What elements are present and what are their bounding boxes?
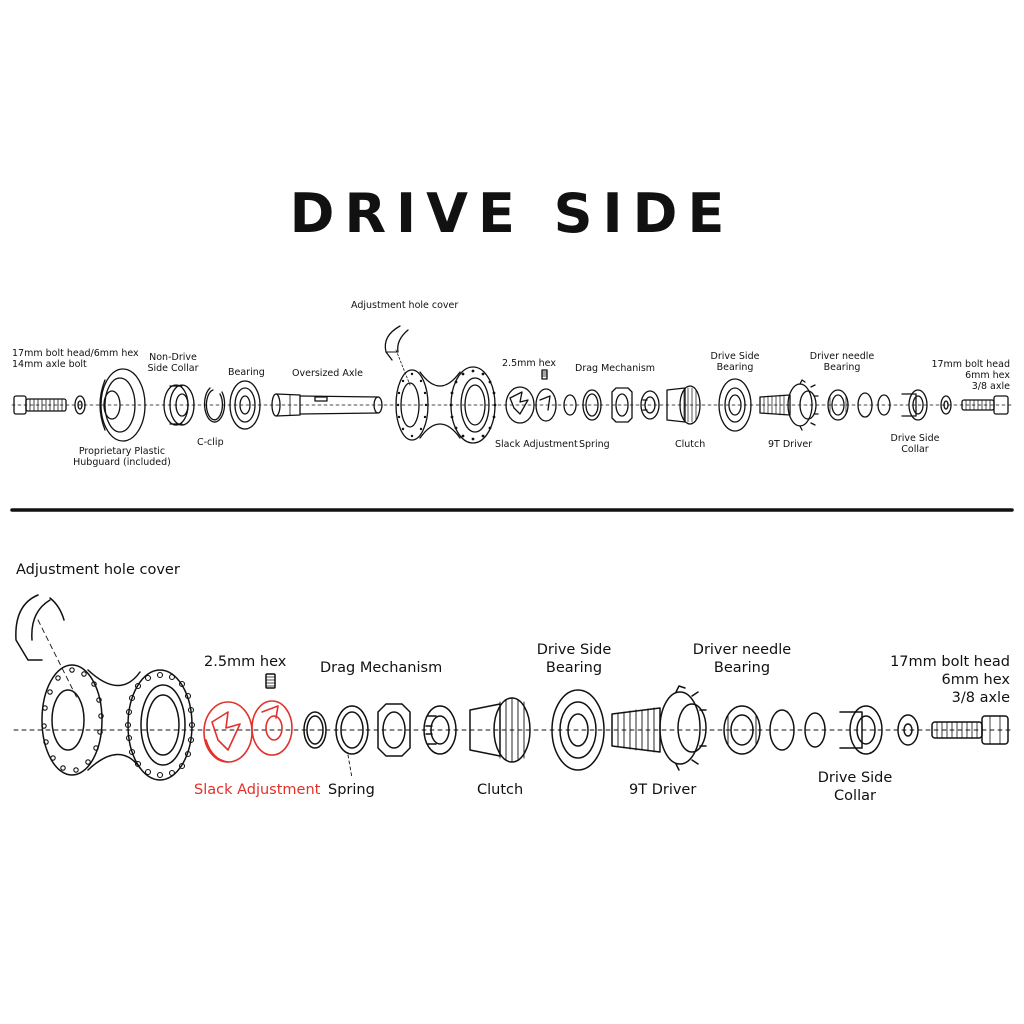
bottom-clutch — [469, 697, 531, 763]
top-label-ds-collar-line-2: Collar — [901, 444, 929, 455]
top-bearing — [229, 380, 261, 430]
top-label-hubguard-line-2: Hubguard (included) — [73, 457, 171, 468]
top-label-cclip: C-clip — [197, 437, 224, 448]
top-label-needle-line-1: Driver needle — [809, 351, 875, 362]
bottom-label-ds-collar-line-2: Collar — [834, 788, 876, 804]
top-c-clip — [203, 387, 226, 423]
top-label-bolt-right-line-2: 6mm hex — [965, 370, 1010, 381]
bottom-label-driver: 9T Driver — [629, 782, 697, 798]
bottom-label-bolt-right: 17mm bolt head 6mm hex 3/8 axle — [880, 653, 1010, 707]
top-label-hex: 2.5mm hex — [502, 358, 556, 369]
top-label-slack: Slack Adjustment — [495, 439, 578, 450]
top-left-bolt — [13, 395, 67, 415]
top-drag-mechanism — [611, 387, 633, 423]
bottom-right-bolt — [931, 715, 1009, 745]
bottom-row-parts — [13, 594, 1013, 781]
bottom-driver — [611, 685, 707, 771]
bottom-label-bolt-right-line-2: 6mm hex — [941, 672, 1010, 688]
top-label-ds-collar-line-1: Drive Side — [890, 433, 940, 444]
bottom-slack-adjustment — [203, 700, 293, 763]
top-needle-bearing — [827, 389, 849, 421]
top-label-nds-collar-line-1: Non-Drive — [149, 352, 197, 363]
bottom-small-ring-1 — [769, 709, 795, 751]
top-ring — [563, 394, 577, 416]
top-slack-adjustment — [505, 386, 557, 424]
top-hubguard — [99, 368, 146, 442]
top-label-drag: Drag Mechanism — [575, 363, 656, 374]
page-title: DRIVE SIDE — [289, 182, 735, 245]
top-right-washer — [940, 395, 952, 415]
top-label-hubguard-line-1: Proprietary Plastic — [78, 446, 166, 457]
bottom-label-hex: 2.5mm hex — [204, 654, 287, 670]
bottom-label-slack: Slack Adjustment — [194, 782, 321, 798]
bottom-drag-mechanism — [377, 703, 411, 757]
bottom-adjustment-cover — [15, 594, 79, 701]
bottom-ds-bearing — [551, 689, 605, 771]
bottom-ds-collar — [839, 705, 883, 755]
top-spring — [582, 389, 602, 421]
bottom-hex-screw — [265, 673, 276, 689]
top-label-spring: Spring — [579, 439, 610, 450]
top-label-bolt-right-line-1: 17mm bolt head — [931, 359, 1010, 370]
bottom-ring — [303, 711, 327, 749]
top-label-ds-collar: Drive Side Collar — [884, 433, 946, 455]
top-label-nds-collar: Non-Drive Side Collar — [140, 352, 206, 374]
top-right-bolt — [961, 395, 1009, 415]
top-label-bolt-left-line-2: 14mm axle bolt — [12, 359, 87, 370]
top-small-ring-1 — [857, 392, 873, 418]
top-label-bearing: Bearing — [228, 367, 265, 378]
bottom-drag-ring — [423, 705, 457, 755]
top-left-washer — [74, 395, 86, 415]
top-label-bolt-right: 17mm bolt head 6mm hex 3/8 axle — [916, 359, 1010, 392]
bottom-label-ds-bearing: Drive Side Bearing — [524, 641, 624, 677]
bottom-label-drag: Drag Mechanism — [320, 660, 443, 676]
bottom-label-bolt-right-line-1: 17mm bolt head — [890, 654, 1010, 670]
top-small-ring-2 — [877, 394, 891, 416]
bottom-label-needle-line-2: Bearing — [713, 660, 771, 676]
top-drag-ring — [640, 390, 660, 420]
top-c-clip-inner — [205, 389, 224, 421]
bottom-label-needle-line-1: Driver needle — [692, 642, 792, 658]
top-label-nds-collar-line-2: Side Collar — [147, 363, 199, 374]
top-label-bolt-left-line-1: 17mm bolt head/6mm hex — [12, 348, 139, 359]
top-label-ds-bearing-line-1: Drive Side — [710, 351, 760, 362]
bottom-label-bolt-right-line-3: 3/8 axle — [951, 690, 1010, 706]
top-label-needle-line-2: Bearing — [823, 362, 861, 373]
top-ds-collar — [901, 389, 928, 421]
bottom-hub-shell — [41, 664, 196, 781]
top-label-hubguard: Proprietary Plastic Hubguard (included) — [70, 446, 174, 468]
top-label-bolt-left: 17mm bolt head/6mm hex 14mm axle bolt — [12, 348, 139, 370]
bottom-label-cover: Adjustment hole cover — [16, 562, 180, 578]
top-label-ds-bearing-line-2: Bearing — [716, 362, 754, 373]
top-driver — [759, 379, 819, 431]
top-hub-shell — [395, 366, 497, 444]
bottom-right-washer — [897, 714, 919, 746]
bottom-spring — [335, 705, 369, 779]
top-axle — [271, 393, 383, 417]
top-label-needle: Driver needle Bearing — [806, 351, 878, 373]
top-label-clutch: Clutch — [675, 439, 706, 450]
top-label-driver: 9T Driver — [768, 439, 813, 450]
bottom-small-ring-2 — [804, 712, 826, 748]
bottom-label-ds-bearing-line-1: Drive Side — [536, 642, 612, 658]
top-nds-collar — [163, 384, 195, 426]
bottom-label-spring: Spring — [328, 782, 375, 798]
top-row-parts — [11, 325, 1013, 444]
top-label-bolt-right-line-3: 3/8 axle — [971, 381, 1010, 392]
bottom-label-ds-bearing-line-2: Bearing — [545, 660, 603, 676]
top-label-cover: Adjustment hole cover — [351, 300, 459, 311]
bottom-label-clutch: Clutch — [477, 782, 524, 798]
bottom-needle-bearing — [723, 705, 761, 755]
top-adjustment-cover — [384, 325, 411, 386]
bottom-label-ds-collar: Drive Side Collar — [810, 769, 900, 805]
top-label-ds-bearing: Drive Side Bearing — [704, 351, 766, 373]
top-ds-bearing — [718, 378, 752, 432]
top-hex-screw — [541, 369, 548, 380]
top-clutch — [666, 385, 701, 425]
top-label-axle: Oversized Axle — [292, 368, 363, 379]
bottom-label-ds-collar-line-1: Drive Side — [817, 770, 893, 786]
bottom-label-needle: Driver needle Bearing — [682, 641, 802, 677]
